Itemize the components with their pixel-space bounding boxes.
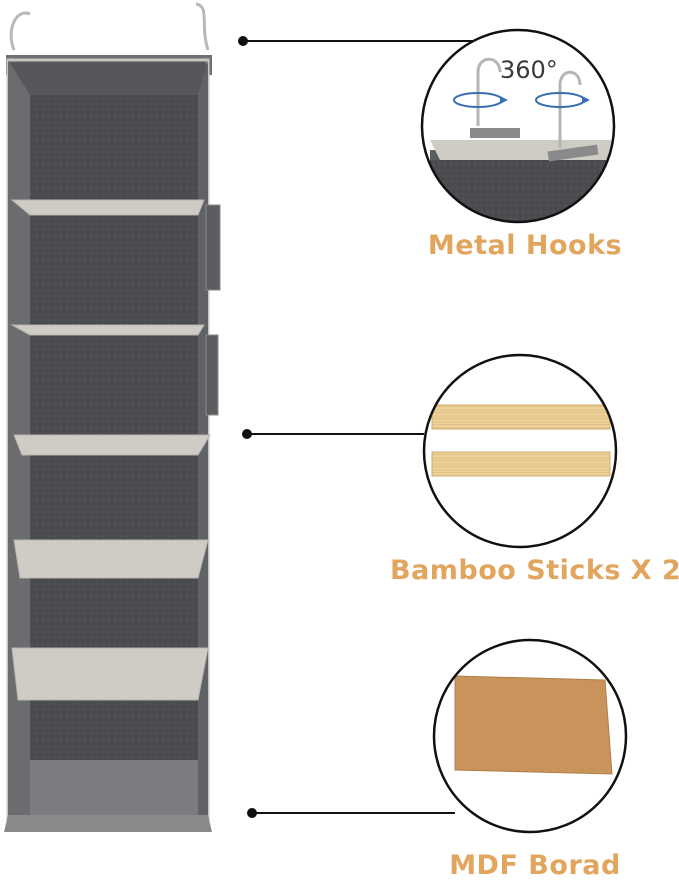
right-hook-icon [195, 2, 210, 51]
leader-lines [238, 36, 476, 818]
side-pocket [205, 204, 221, 291]
bamboo-detail [422, 353, 618, 549]
hooks-circle-frame [420, 28, 616, 224]
compartments [30, 95, 198, 815]
shelves [10, 199, 211, 701]
caption-bamboo-sticks: Bamboo Sticks X 2 [390, 555, 679, 586]
left-hook-icon [9, 11, 31, 51]
mdf-board [454, 675, 613, 775]
closet-organizer [4, 2, 221, 832]
side-pocket [205, 334, 219, 416]
rotation-label: 360° [500, 56, 558, 84]
bamboo-stick [431, 404, 611, 430]
bamboo-stick [431, 451, 611, 477]
bamboo-circle-frame [422, 353, 618, 549]
mdf-circle-frame [432, 638, 628, 834]
metal-hook-icon [558, 70, 582, 148]
mdf-detail [432, 638, 628, 834]
caption-metal-hooks: Metal Hooks [427, 230, 623, 261]
caption-mdf-board: MDF Borad [449, 850, 621, 881]
metal-hook-icon [476, 57, 502, 126]
